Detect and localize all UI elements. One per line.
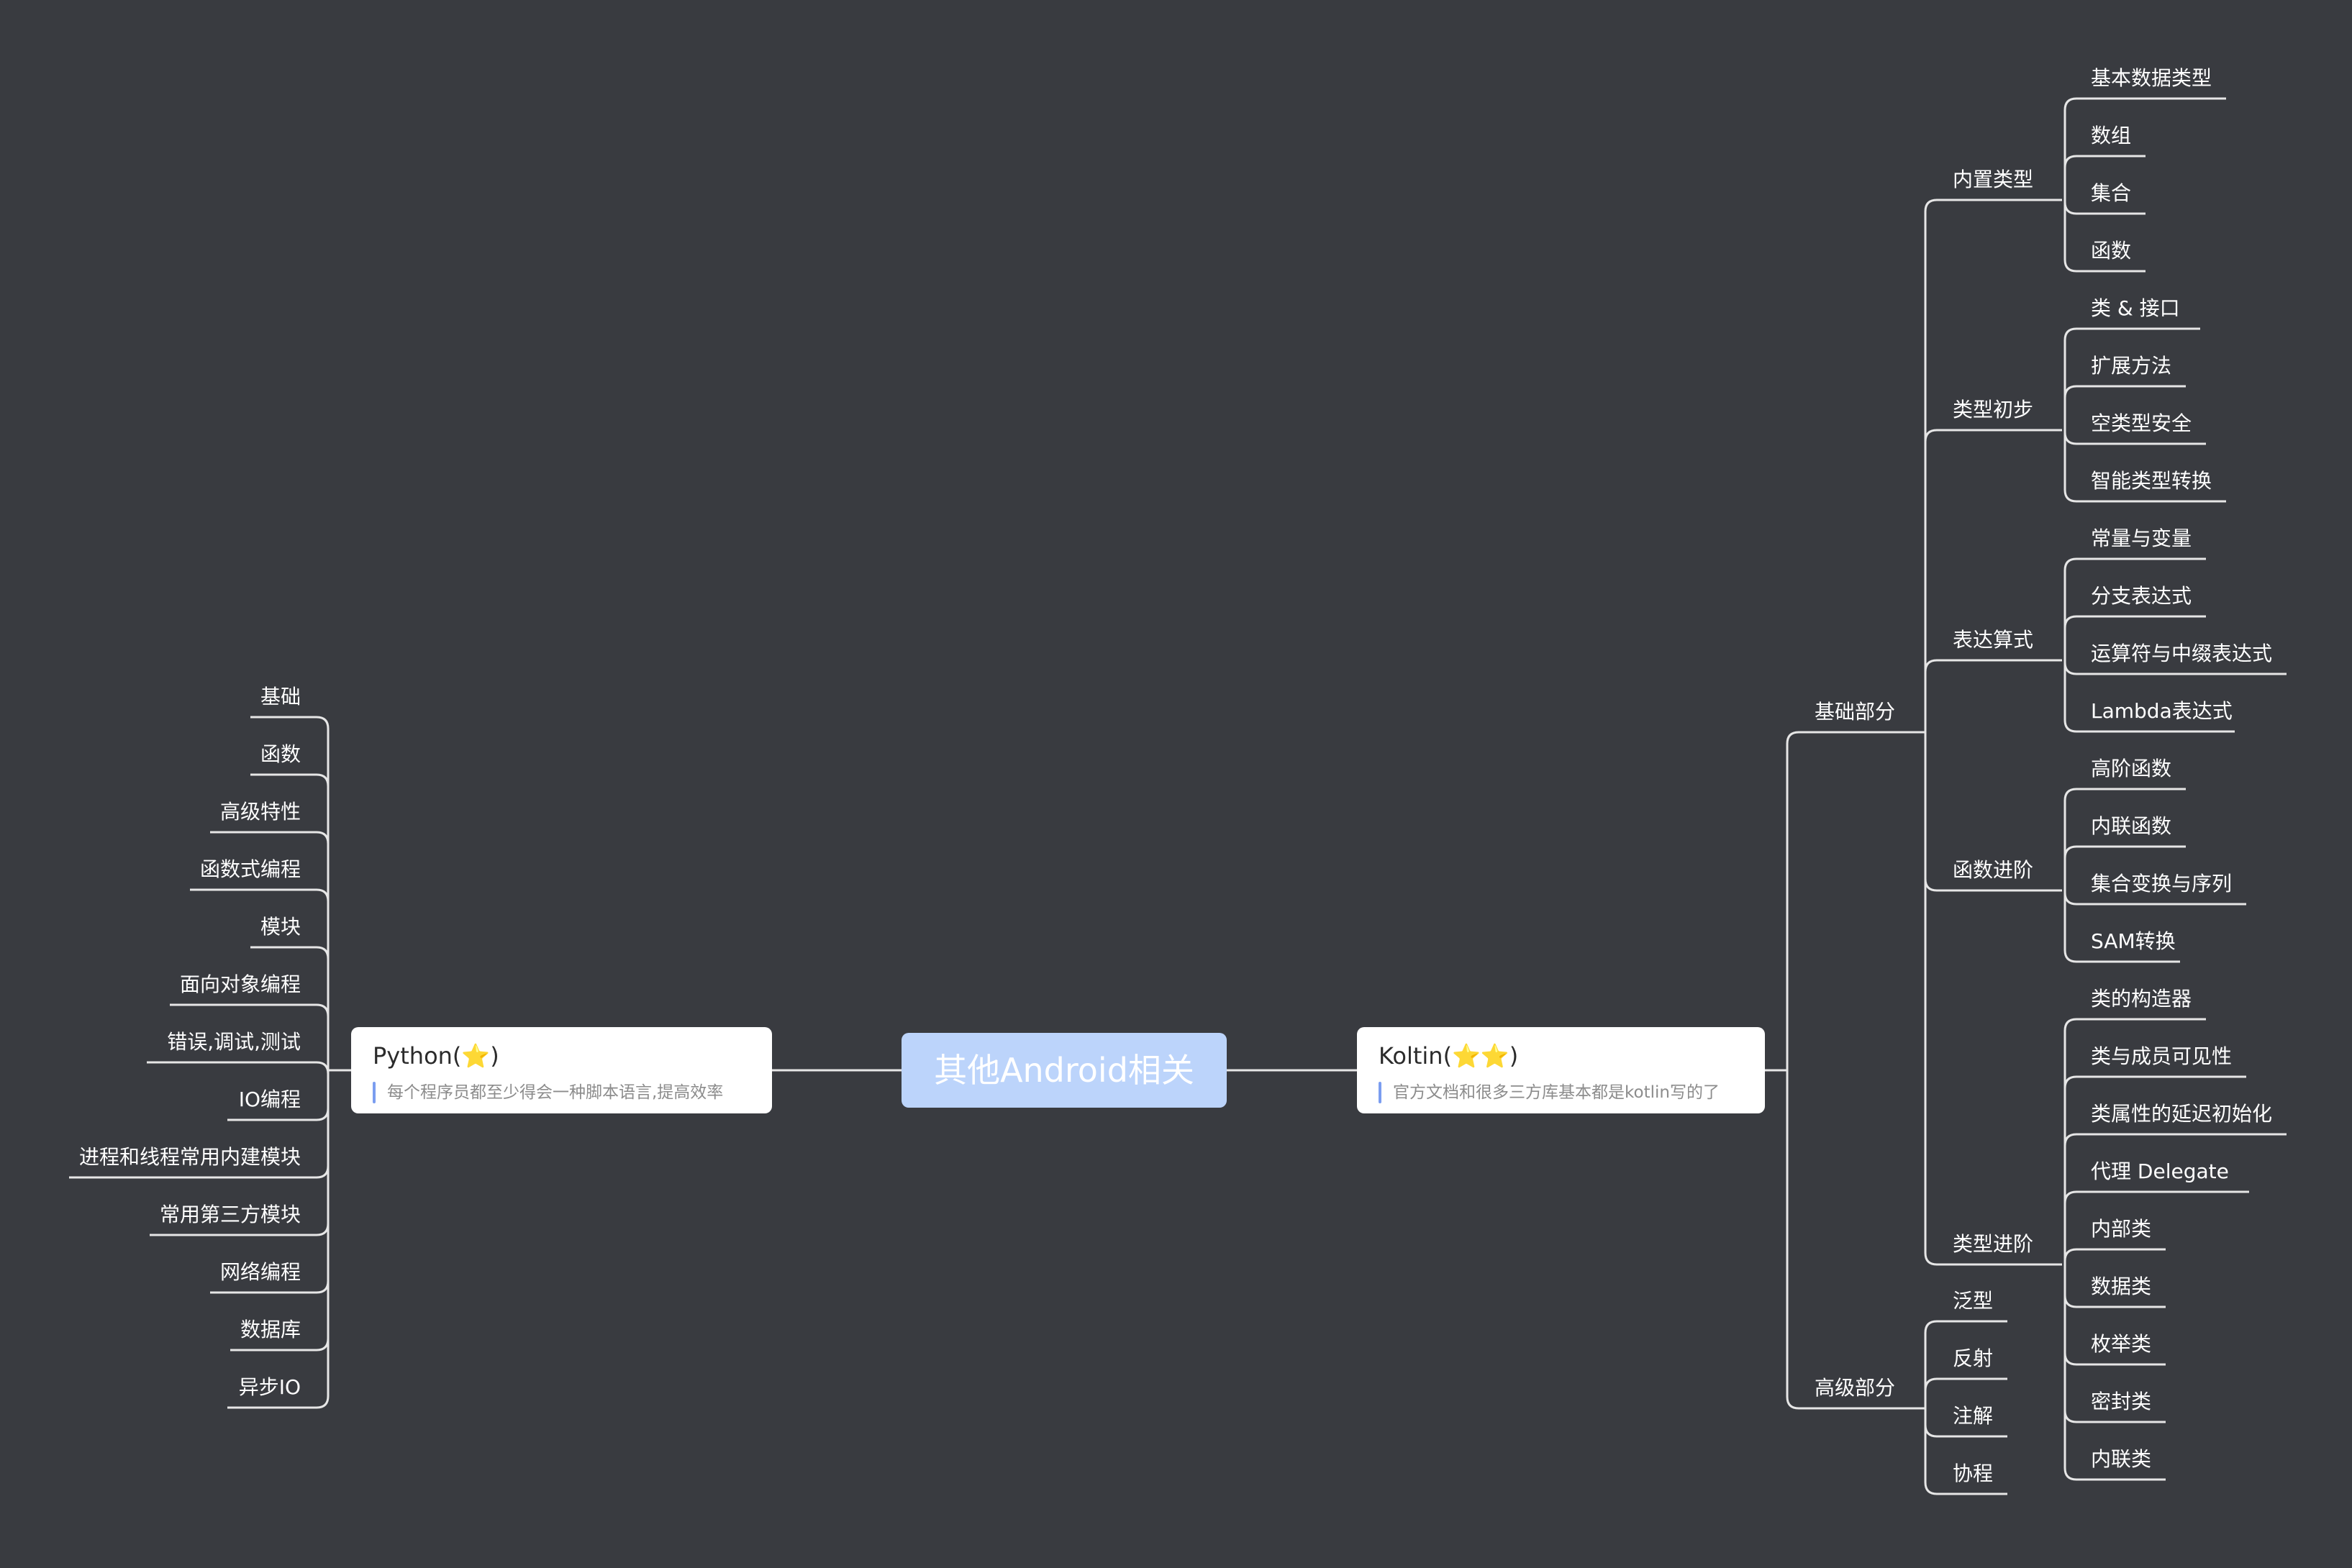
kotlin-advanced-item-3[interactable]: 协程	[1953, 1462, 1994, 1485]
python-child-3[interactable]: 函数式编程	[199, 857, 301, 881]
group-1-leaf-3	[2063, 430, 2226, 503]
group-4-leaf-1	[2063, 1075, 2246, 1264]
kotlin-group-1-item-3[interactable]: 智能类型转换	[2091, 469, 2212, 493]
kotlin-group-4-item-8[interactable]: 内联类	[2091, 1447, 2152, 1471]
kotlin-group-0-item-0[interactable]: 基本数据类型	[2091, 66, 2212, 90]
kotlin-basic-node[interactable]: 基础部分	[1815, 700, 1896, 724]
group-2-leaf-0	[2063, 557, 2206, 660]
kotlin-group-4-item-0[interactable]: 类的构造器	[2091, 987, 2192, 1011]
python-branch-5	[170, 1003, 330, 1070]
kotlin-node[interactable]: Koltin(⭐⭐) 官方文档和很多三方库基本都是kotlin写的了	[1357, 1027, 1765, 1113]
python-child-2[interactable]: 高级特性	[219, 800, 301, 824]
kotlin-advanced-node[interactable]: 高级部分	[1815, 1376, 1896, 1400]
kotlin-node-title: Koltin(⭐⭐)	[1379, 1042, 1519, 1070]
kotlin-group-1[interactable]: 类型初步	[1953, 398, 2034, 421]
kotlin-group-1-item-0[interactable]: 类 & 接口	[2091, 296, 2180, 320]
python-node[interactable]: Python(⭐) 每个程序员都至少得会一种脚本语言,提高效率	[351, 1027, 772, 1113]
kotlin-group-0[interactable]: 内置类型	[1953, 168, 2034, 191]
python-branch-1	[250, 773, 330, 1070]
root-node-label: 其他Android相关	[934, 1051, 1194, 1090]
kotlin-group-3[interactable]: 函数进阶	[1953, 858, 2034, 882]
basic-to-group-1	[1924, 429, 2062, 732]
python-child-0[interactable]: 基础	[260, 685, 301, 708]
group-4-leaf-4	[2063, 1248, 2166, 1264]
kotlin-advanced-item-0[interactable]: 泛型	[1953, 1289, 1994, 1313]
python-child-1[interactable]: 函数	[260, 742, 301, 766]
group-0-leaf-3	[2063, 200, 2146, 273]
kotlin-group-4-item-3[interactable]: 代理 Delegate	[2091, 1159, 2229, 1183]
group-4-leaf-3	[2063, 1190, 2249, 1264]
python-child-9[interactable]: 常用第三方模块	[159, 1203, 301, 1226]
group-1-leaf-1	[2063, 385, 2186, 430]
kotlin-group-1-item-1[interactable]: 扩展方法	[2091, 354, 2172, 378]
python-child-4[interactable]: 模块	[260, 915, 301, 939]
kotlin-group-4-item-1[interactable]: 类与成员可见性	[2091, 1044, 2233, 1068]
kotlin-to-advanced-line	[1786, 1070, 1925, 1410]
group-2-leaf-3	[2063, 660, 2235, 733]
python-child-11[interactable]: 数据库	[240, 1318, 301, 1341]
kotlin-group-4-item-2[interactable]: 类属性的延迟初始化	[2091, 1102, 2273, 1126]
kotlin-group-3-item-2[interactable]: 集合变换与序列	[2091, 872, 2233, 895]
advanced-leaf-0	[1924, 1320, 2007, 1408]
kotlin-group-0-item-2[interactable]: 集合	[2091, 181, 2132, 205]
python-branch-12	[227, 1070, 330, 1409]
group-3-leaf-3	[2063, 890, 2180, 963]
kotlin-group-0-item-3[interactable]: 函数	[2091, 239, 2132, 263]
kotlin-group-2-item-3[interactable]: Lambda表达式	[2091, 699, 2233, 723]
kotlin-advanced-item-1[interactable]: 反射	[1953, 1346, 1994, 1370]
group-4-leaf-2	[2063, 1133, 2287, 1264]
python-branch-6	[147, 1061, 330, 1075]
kotlin-group-4-item-5[interactable]: 数据类	[2091, 1275, 2152, 1298]
group-3-leaf-0	[2063, 788, 2186, 890]
kotlin-group-2-item-1[interactable]: 分支表达式	[2091, 584, 2192, 608]
advanced-leaf-1	[1924, 1377, 2007, 1408]
group-0-leaf-0	[2063, 97, 2226, 200]
python-branch-2	[210, 831, 330, 1070]
kotlin-group-2[interactable]: 表达算式	[1953, 628, 2034, 652]
python-child-10[interactable]: 网络编程	[219, 1260, 301, 1284]
kotlin-group-4-item-7[interactable]: 密封类	[2091, 1390, 2152, 1413]
python-branch-0	[250, 716, 330, 1070]
kotlin-group-1-item-2[interactable]: 空类型安全	[2091, 411, 2192, 435]
basic-to-group-0	[1924, 199, 2062, 732]
kotlin-to-basic-line	[1786, 731, 1925, 1070]
python-child-6[interactable]: 错误,调试,测试	[167, 1030, 301, 1054]
basic-to-group-2	[1924, 659, 2062, 732]
python-branch-4	[250, 946, 330, 1070]
python-child-8[interactable]: 进程和线程常用内建模块	[78, 1145, 301, 1169]
kotlin-group-2-item-0[interactable]: 常量与变量	[2091, 527, 2192, 550]
kotlin-group-3-item-1[interactable]: 内联函数	[2091, 814, 2172, 838]
group-3-leaf-1	[2063, 845, 2186, 890]
python-child-5[interactable]: 面向对象编程	[179, 972, 301, 996]
root-node[interactable]: 其他Android相关	[902, 1033, 1227, 1108]
kotlin-group-3-item-3[interactable]: SAM转换	[2091, 929, 2176, 953]
advanced-leaf-3	[1924, 1408, 2007, 1495]
python-branch-3	[190, 888, 330, 1070]
kotlin-group-4[interactable]: 类型进阶	[1953, 1232, 2034, 1256]
kotlin-group-4-item-4[interactable]: 内部类	[2091, 1217, 2152, 1241]
kotlin-advanced-item-2[interactable]: 注解	[1953, 1404, 1994, 1428]
group-4-leaf-8	[2063, 1264, 2166, 1481]
python-node-note: 每个程序员都至少得会一种脚本语言,提高效率	[373, 1080, 723, 1105]
kotlin-node-note: 官方文档和很多三方库基本都是kotlin写的了	[1379, 1080, 1720, 1105]
group-4-leaf-0	[2063, 1018, 2206, 1264]
group-2-leaf-1	[2063, 615, 2206, 660]
group-1-leaf-0	[2063, 327, 2200, 430]
python-node-title: Python(⭐)	[373, 1042, 499, 1070]
python-child-7[interactable]: IO编程	[238, 1088, 301, 1111]
kotlin-group-3-item-0[interactable]: 高阶函数	[2091, 757, 2172, 780]
kotlin-group-0-item-1[interactable]: 数组	[2091, 124, 2132, 147]
kotlin-group-4-item-6[interactable]: 枚举类	[2091, 1332, 2152, 1356]
kotlin-group-2-item-2[interactable]: 运算符与中缀表达式	[2091, 642, 2273, 665]
python-child-12[interactable]: 异步IO	[238, 1375, 301, 1399]
basic-to-group-4	[1924, 732, 2062, 1266]
group-0-leaf-1	[2063, 155, 2146, 200]
